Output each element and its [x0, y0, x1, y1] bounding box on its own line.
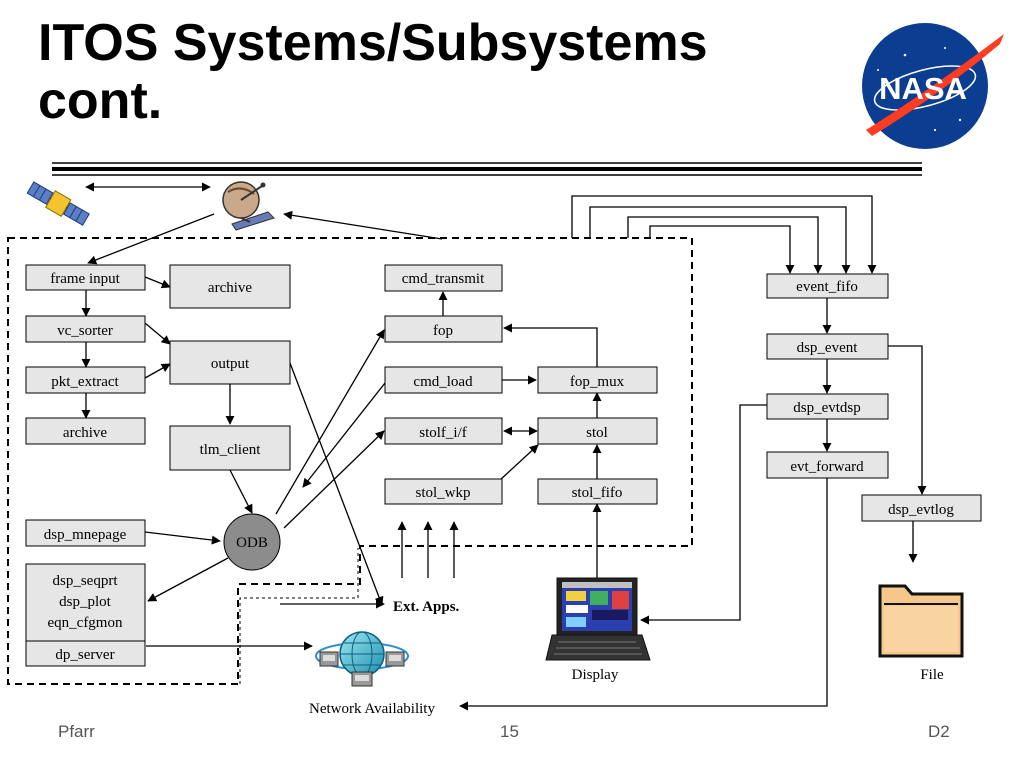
ext-apps-label: Ext. Apps. [393, 599, 460, 615]
box-event-fifo: event_fifo [766, 273, 889, 299]
svg-text:stolf_i/f: stolf_i/f [419, 425, 467, 441]
box-dsp-mnepage: dsp_mnepage [25, 519, 146, 547]
box-stol: stol [537, 417, 658, 445]
box-archive-output: archive [169, 264, 291, 309]
svg-text:tlm_client: tlm_client [200, 442, 262, 458]
svg-text:evt_forward: evt_forward [790, 459, 864, 475]
svg-text:cmd_load: cmd_load [413, 374, 473, 390]
satellite-icon [26, 181, 90, 226]
svg-text:dsp_mnepage: dsp_mnepage [44, 527, 127, 543]
box-stol-fifo: stol_fifo [537, 478, 658, 505]
nasa-logo: NASA [862, 23, 1004, 149]
box-display-tools: dsp_seqprt dsp_plot eqn_cfgmon [25, 563, 146, 642]
box-fop-mux: fop_mux [537, 366, 658, 394]
svg-text:archive: archive [63, 425, 107, 441]
svg-text:ODB: ODB [236, 535, 268, 551]
svg-text:dsp_seqprt: dsp_seqprt [53, 573, 119, 589]
network-availability-label: Network Availability [309, 701, 435, 717]
box-pkt-extract: pkt_extract [25, 366, 146, 394]
box-dsp-evtdsp: dsp_evtdsp [766, 393, 889, 420]
box-output: output [169, 340, 291, 385]
svg-text:event_fifo: event_fifo [796, 279, 858, 295]
svg-text:vc_sorter: vc_sorter [57, 323, 113, 339]
box-frame-input: frame input [25, 264, 146, 291]
title-divider [52, 162, 922, 176]
ground-antenna-icon [222, 181, 275, 231]
title-line-2: cont. [38, 72, 163, 130]
display-label: Display [572, 667, 619, 683]
box-dsp-evtlog: dsp_evtlog [861, 494, 982, 522]
svg-text:frame input: frame input [50, 271, 120, 287]
box-odb: ODB [223, 513, 281, 571]
network-boundary [239, 548, 359, 684]
svg-text:stol_fifo: stol_fifo [572, 485, 623, 501]
svg-text:fop: fop [433, 323, 453, 339]
svg-text:fop_mux: fop_mux [570, 374, 625, 390]
svg-text:dsp_plot: dsp_plot [59, 594, 112, 610]
svg-text:cmd_transmit: cmd_transmit [402, 271, 485, 287]
svg-text:dp_server: dp_server [55, 647, 114, 663]
file-label: File [920, 667, 944, 683]
box-archive-packets: archive [25, 417, 146, 445]
box-vc-sorter: vc_sorter [25, 315, 146, 343]
file-folder-icon [878, 584, 964, 658]
box-cmd-load: cmd_load [384, 366, 503, 394]
box-cmd-transmit: cmd_transmit [384, 264, 503, 292]
display-icon [545, 577, 651, 661]
connectors [81, 182, 927, 711]
footer-author: Pfarr [58, 722, 95, 741]
network-globe-icon [315, 631, 409, 687]
svg-text:dsp_event: dsp_event [797, 340, 859, 356]
svg-text:output: output [211, 356, 250, 372]
box-dsp-event: dsp_event [766, 333, 889, 360]
svg-text:stol_wkp: stol_wkp [415, 485, 470, 501]
box-stol-wkp: stol_wkp [384, 478, 503, 505]
slide-title: ITOS Systems/Subsystems cont. [38, 14, 868, 130]
svg-text:stol: stol [586, 425, 608, 441]
box-dp-server: dp_server [25, 640, 146, 667]
svg-text:dsp_evtlog: dsp_evtlog [888, 502, 954, 518]
footer-page-number: 15 [500, 722, 519, 741]
svg-text:pkt_extract: pkt_extract [51, 374, 119, 390]
svg-text:dsp_evtdsp: dsp_evtdsp [793, 400, 861, 416]
svg-text:archive: archive [208, 280, 252, 296]
footer-section: D2 [928, 722, 950, 741]
box-tlm-client: tlm_client [169, 425, 291, 471]
box-evt-forward: evt_forward [766, 451, 889, 479]
box-stolf-if: stolf_i/f [384, 417, 503, 445]
title-line-1: ITOS Systems/Subsystems [38, 14, 708, 72]
svg-text:eqn_cfgmon: eqn_cfgmon [48, 615, 123, 631]
itos-boundary [7, 237, 693, 685]
box-fop: fop [384, 315, 503, 343]
nasa-logo-text: NASA [879, 71, 967, 106]
